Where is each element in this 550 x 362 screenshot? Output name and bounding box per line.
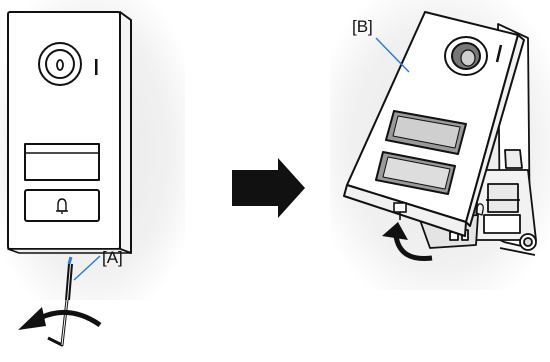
rotate-counterclockwise-icon <box>18 307 102 330</box>
cover-screw <box>393 202 407 220</box>
led-opening <box>495 44 503 63</box>
bell-icon <box>475 203 484 216</box>
door-station-closed <box>7 11 132 254</box>
rotate-counterclockwise-icon <box>382 222 433 262</box>
camera-lens-icon <box>38 42 82 86</box>
hex-key-screwdriver <box>47 256 73 347</box>
label-screwdriver: [A] <box>102 248 123 267</box>
label-front-cover: [B] <box>352 17 373 36</box>
arrow-right-icon <box>232 158 305 218</box>
callout-line-a <box>73 255 101 281</box>
callout-line-b <box>375 37 410 73</box>
bell-icon <box>56 198 68 214</box>
bell-button <box>24 189 100 222</box>
name-plate <box>24 143 100 181</box>
status-led-icon <box>95 59 98 75</box>
camera-opening <box>444 36 488 76</box>
front-cover <box>343 11 525 237</box>
